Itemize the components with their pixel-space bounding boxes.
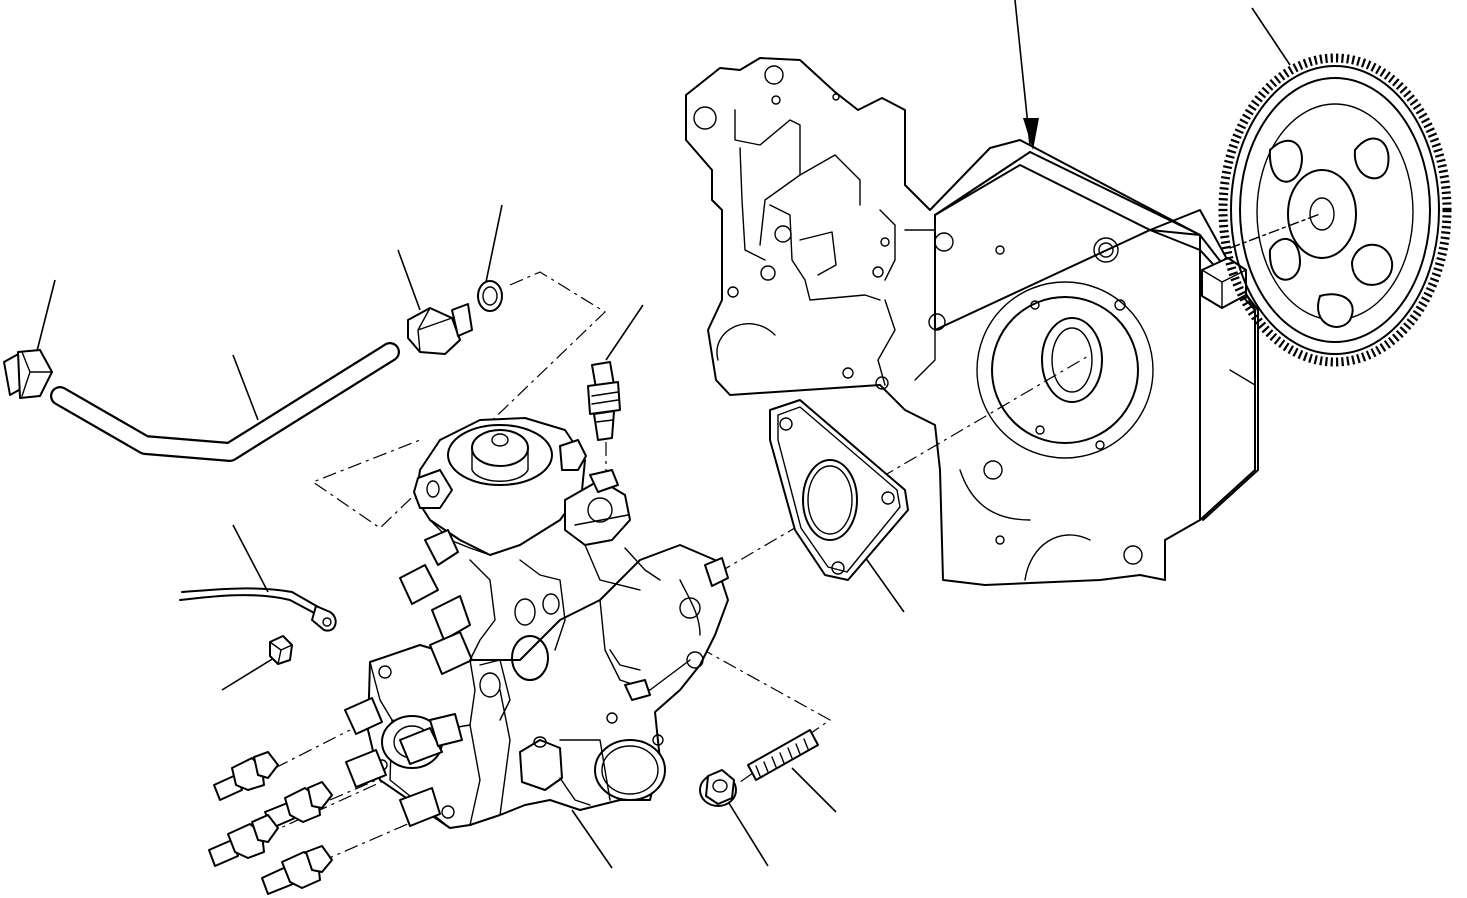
ground-wire xyxy=(180,588,336,630)
pump-drive-gear xyxy=(1223,58,1447,362)
timing-gear-housing xyxy=(686,58,1258,585)
pump-mounting-gasket xyxy=(770,400,908,580)
stud-bolt xyxy=(748,730,818,780)
leader-stud-bolt xyxy=(792,768,836,812)
flange-nut xyxy=(700,770,736,806)
injection-pump xyxy=(345,418,728,828)
fuel-return-pipe xyxy=(60,352,390,452)
adapter-nut xyxy=(4,350,52,398)
fitting-2 xyxy=(265,782,332,828)
delivery-valve-fittings xyxy=(209,752,332,894)
leader-flange-nut xyxy=(727,800,768,866)
sealing-washer xyxy=(478,281,502,311)
gear-teeth xyxy=(1223,58,1447,362)
gasket-axis-line xyxy=(718,355,1090,573)
leader-housing-arrowhead xyxy=(1023,118,1039,150)
leader-lines xyxy=(36,0,1290,868)
leader-sensor-plug xyxy=(606,305,643,360)
leader-lock-nut xyxy=(222,658,274,690)
fitting-1 xyxy=(214,752,278,800)
leader-ground-wire xyxy=(233,525,268,592)
fitting-4 xyxy=(262,846,332,894)
leader-adapter-nut xyxy=(36,280,55,355)
leader-injection-pump xyxy=(572,810,612,868)
leader-sealing-washer xyxy=(486,205,502,282)
lock-nut xyxy=(270,636,292,664)
leader-drive-gear xyxy=(1252,8,1290,65)
leader-fuel-pipe xyxy=(233,355,258,420)
leader-banjo-fitting xyxy=(398,250,420,310)
banjo-fitting xyxy=(408,304,472,354)
fitting-3 xyxy=(209,815,278,866)
leader-gasket xyxy=(860,550,904,612)
fitting-axis-line-1 xyxy=(275,730,350,768)
sensor-plug xyxy=(588,362,620,440)
